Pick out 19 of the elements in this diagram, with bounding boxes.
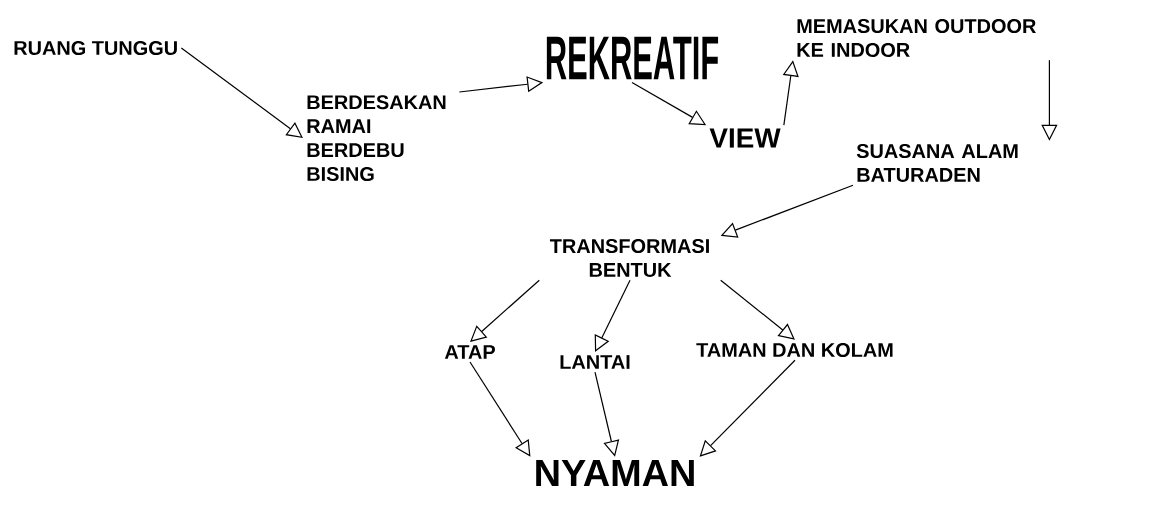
arrow xyxy=(720,279,795,340)
arrow xyxy=(782,60,799,126)
arrow xyxy=(594,279,631,352)
label-text: MEMASUKAN OUTDOOR KE INDOOR xyxy=(797,19,1036,57)
label-text: TAMAN DAN KOLAM xyxy=(696,342,893,358)
arrow xyxy=(469,361,531,457)
arrow xyxy=(699,359,796,457)
label-text: LANTAI xyxy=(560,355,630,369)
label-text: BERDESAKAN RAMAI BERDEBU BISING xyxy=(307,95,446,181)
label-text: ATAP xyxy=(444,345,495,359)
arrow xyxy=(470,279,540,342)
label-text: REKREATIF xyxy=(546,36,719,80)
label-text: NYAMAN xyxy=(536,459,694,486)
label-text: TRANSFORMASI BENTUK xyxy=(549,239,709,277)
arrow xyxy=(594,371,620,457)
label-text: VIEW xyxy=(709,128,781,148)
arrow xyxy=(1041,59,1058,141)
label-text: RUANG TUNGGU xyxy=(14,40,177,56)
label-text: SUASANA ALAM BATURADEN xyxy=(856,144,1018,182)
